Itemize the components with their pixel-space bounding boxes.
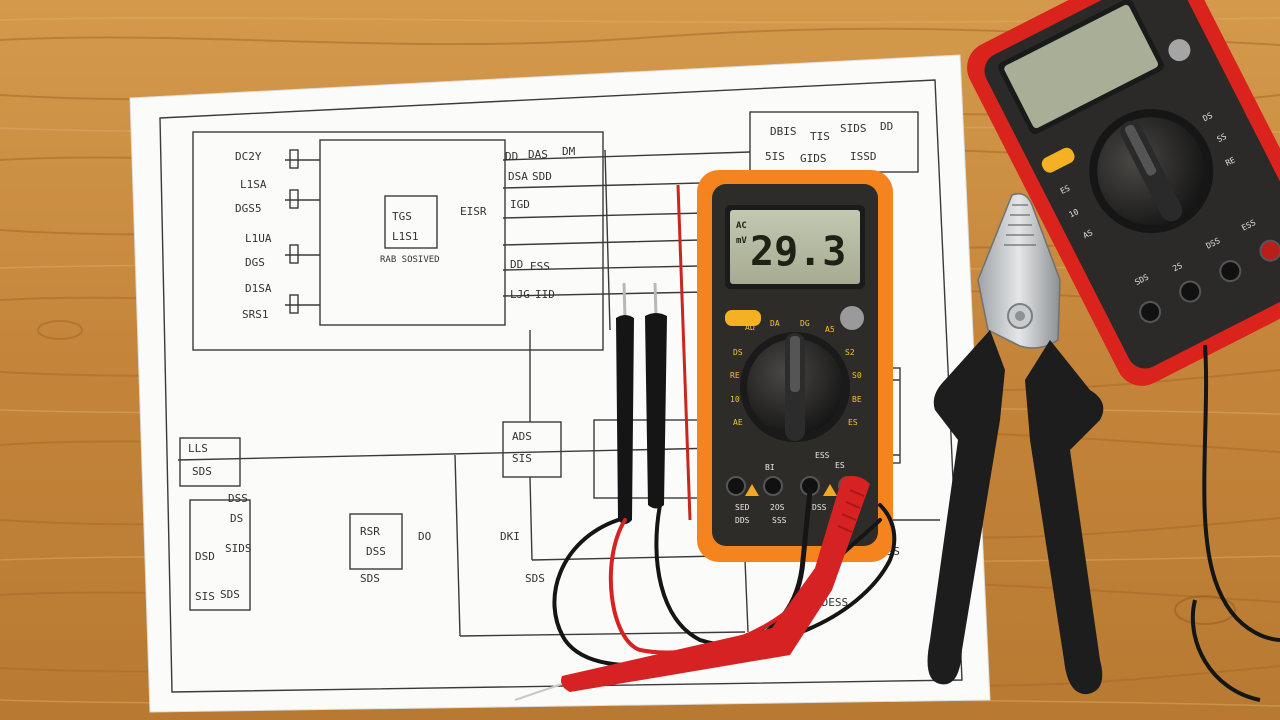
svg-text:S2: S2 xyxy=(845,348,855,357)
svg-text:SIDS: SIDS xyxy=(840,122,867,135)
svg-text:10: 10 xyxy=(730,395,740,404)
svg-text:DSD: DSD xyxy=(195,550,215,563)
svg-text:TGS: TGS xyxy=(392,210,412,223)
svg-text:EISR: EISR xyxy=(460,205,487,218)
svg-text:DD: DD xyxy=(505,150,518,163)
svg-text:DDS: DDS xyxy=(735,516,750,525)
svg-text:ES: ES xyxy=(835,461,845,470)
svg-text:BE: BE xyxy=(852,395,862,404)
svg-text:SIS: SIS xyxy=(512,452,532,465)
svg-text:RSR: RSR xyxy=(360,525,380,538)
svg-text:L1UA: L1UA xyxy=(245,232,272,245)
svg-text:DGS: DGS xyxy=(245,256,265,269)
lcd-reading: 29.3 xyxy=(750,229,846,275)
svg-text:GIDS: GIDS xyxy=(800,152,827,165)
svg-text:SDS: SDS xyxy=(220,588,240,601)
svg-text:ES: ES xyxy=(1059,183,1072,195)
svg-text:S0: S0 xyxy=(852,371,862,380)
svg-text:ISSD: ISSD xyxy=(850,150,877,163)
hold-button[interactable] xyxy=(725,310,761,326)
svg-text:ESS: ESS xyxy=(815,451,830,460)
schematic-labels: DC2Y L1SA DGS5 L1UA DGS D1SA SRS1 TGS L1… xyxy=(188,120,900,609)
svg-text:RE: RE xyxy=(730,371,740,380)
svg-text:SED: SED xyxy=(735,503,750,512)
probe-icon xyxy=(616,282,667,524)
svg-text:DS: DS xyxy=(230,512,243,525)
svg-text:2OS: 2OS xyxy=(770,503,785,512)
svg-text:RAB SOSIVED: RAB SOSIVED xyxy=(380,255,440,265)
svg-text:L1SA: L1SA xyxy=(240,178,267,191)
svg-text:D1SA: D1SA xyxy=(245,282,272,295)
svg-text:DG: DG xyxy=(800,319,810,328)
svg-text:10: 10 xyxy=(1067,207,1080,219)
svg-text:RE: RE xyxy=(1224,155,1237,167)
svg-text:SIDS: SIDS xyxy=(225,542,252,555)
svg-text:SRS1: SRS1 xyxy=(242,308,269,321)
svg-text:DM: DM xyxy=(562,145,576,158)
svg-text:IGD: IGD xyxy=(510,198,530,211)
lcd-display-secondary xyxy=(1004,4,1159,129)
svg-text:2S: 2S xyxy=(1171,261,1184,273)
svg-text:DSS: DSS xyxy=(228,492,248,505)
svg-text:DSS: DSS xyxy=(366,545,386,558)
lcd-display xyxy=(730,210,860,284)
svg-text:SDS: SDS xyxy=(192,465,212,478)
svg-text:TIS: TIS xyxy=(810,130,830,143)
svg-text:AΩ: AΩ xyxy=(745,323,755,332)
svg-text:SDS: SDS xyxy=(525,572,545,585)
red-probe xyxy=(514,476,870,701)
svg-text:5IS: 5IS xyxy=(765,150,785,163)
svg-text:DD: DD xyxy=(510,258,523,271)
svg-text:ES: ES xyxy=(848,418,858,427)
svg-text:DBIS: DBIS xyxy=(770,125,797,138)
svg-text:DA: DA xyxy=(770,319,780,328)
svg-text:DD: DD xyxy=(880,120,893,133)
svg-text:ADS: ADS xyxy=(512,430,532,443)
svg-text:SSS: SSS xyxy=(772,516,787,525)
jack-ma[interactable] xyxy=(763,476,783,496)
svg-text:BI: BI xyxy=(765,463,775,472)
select-button[interactable] xyxy=(840,306,864,330)
svg-text:DGS5: DGS5 xyxy=(235,202,262,215)
svg-text:mV: mV xyxy=(736,236,747,246)
svg-text:L1S1: L1S1 xyxy=(392,230,419,243)
svg-text:SDS: SDS xyxy=(360,572,380,585)
svg-text:DS: DS xyxy=(733,348,743,357)
jack-10a[interactable] xyxy=(726,476,746,496)
svg-text:LJG: LJG xyxy=(510,288,530,301)
svg-text:DSA: DSA xyxy=(508,170,528,183)
svg-text:IID: IID xyxy=(535,288,555,301)
svg-text:SS: SS xyxy=(1215,132,1228,144)
svg-text:AE: AE xyxy=(733,418,743,427)
svg-text:DC2Y: DC2Y xyxy=(235,150,262,163)
secondary-cable xyxy=(1202,344,1280,642)
svg-text:DO: DO xyxy=(418,530,431,543)
pliers-icon xyxy=(927,193,1104,695)
svg-text:DKI: DKI xyxy=(500,530,520,543)
svg-text:DS: DS xyxy=(1201,111,1214,123)
svg-text:A5: A5 xyxy=(825,325,835,334)
svg-text:DAS: DAS xyxy=(528,148,548,161)
svg-text:LLS: LLS xyxy=(188,442,208,455)
svg-text:AS: AS xyxy=(1082,228,1095,240)
svg-text:ESS: ESS xyxy=(530,260,550,273)
svg-text:SDD: SDD xyxy=(532,170,552,183)
svg-text:AC: AC xyxy=(736,221,747,231)
svg-text:DSS: DSS xyxy=(812,503,827,512)
svg-text:SIS: SIS xyxy=(195,590,215,603)
